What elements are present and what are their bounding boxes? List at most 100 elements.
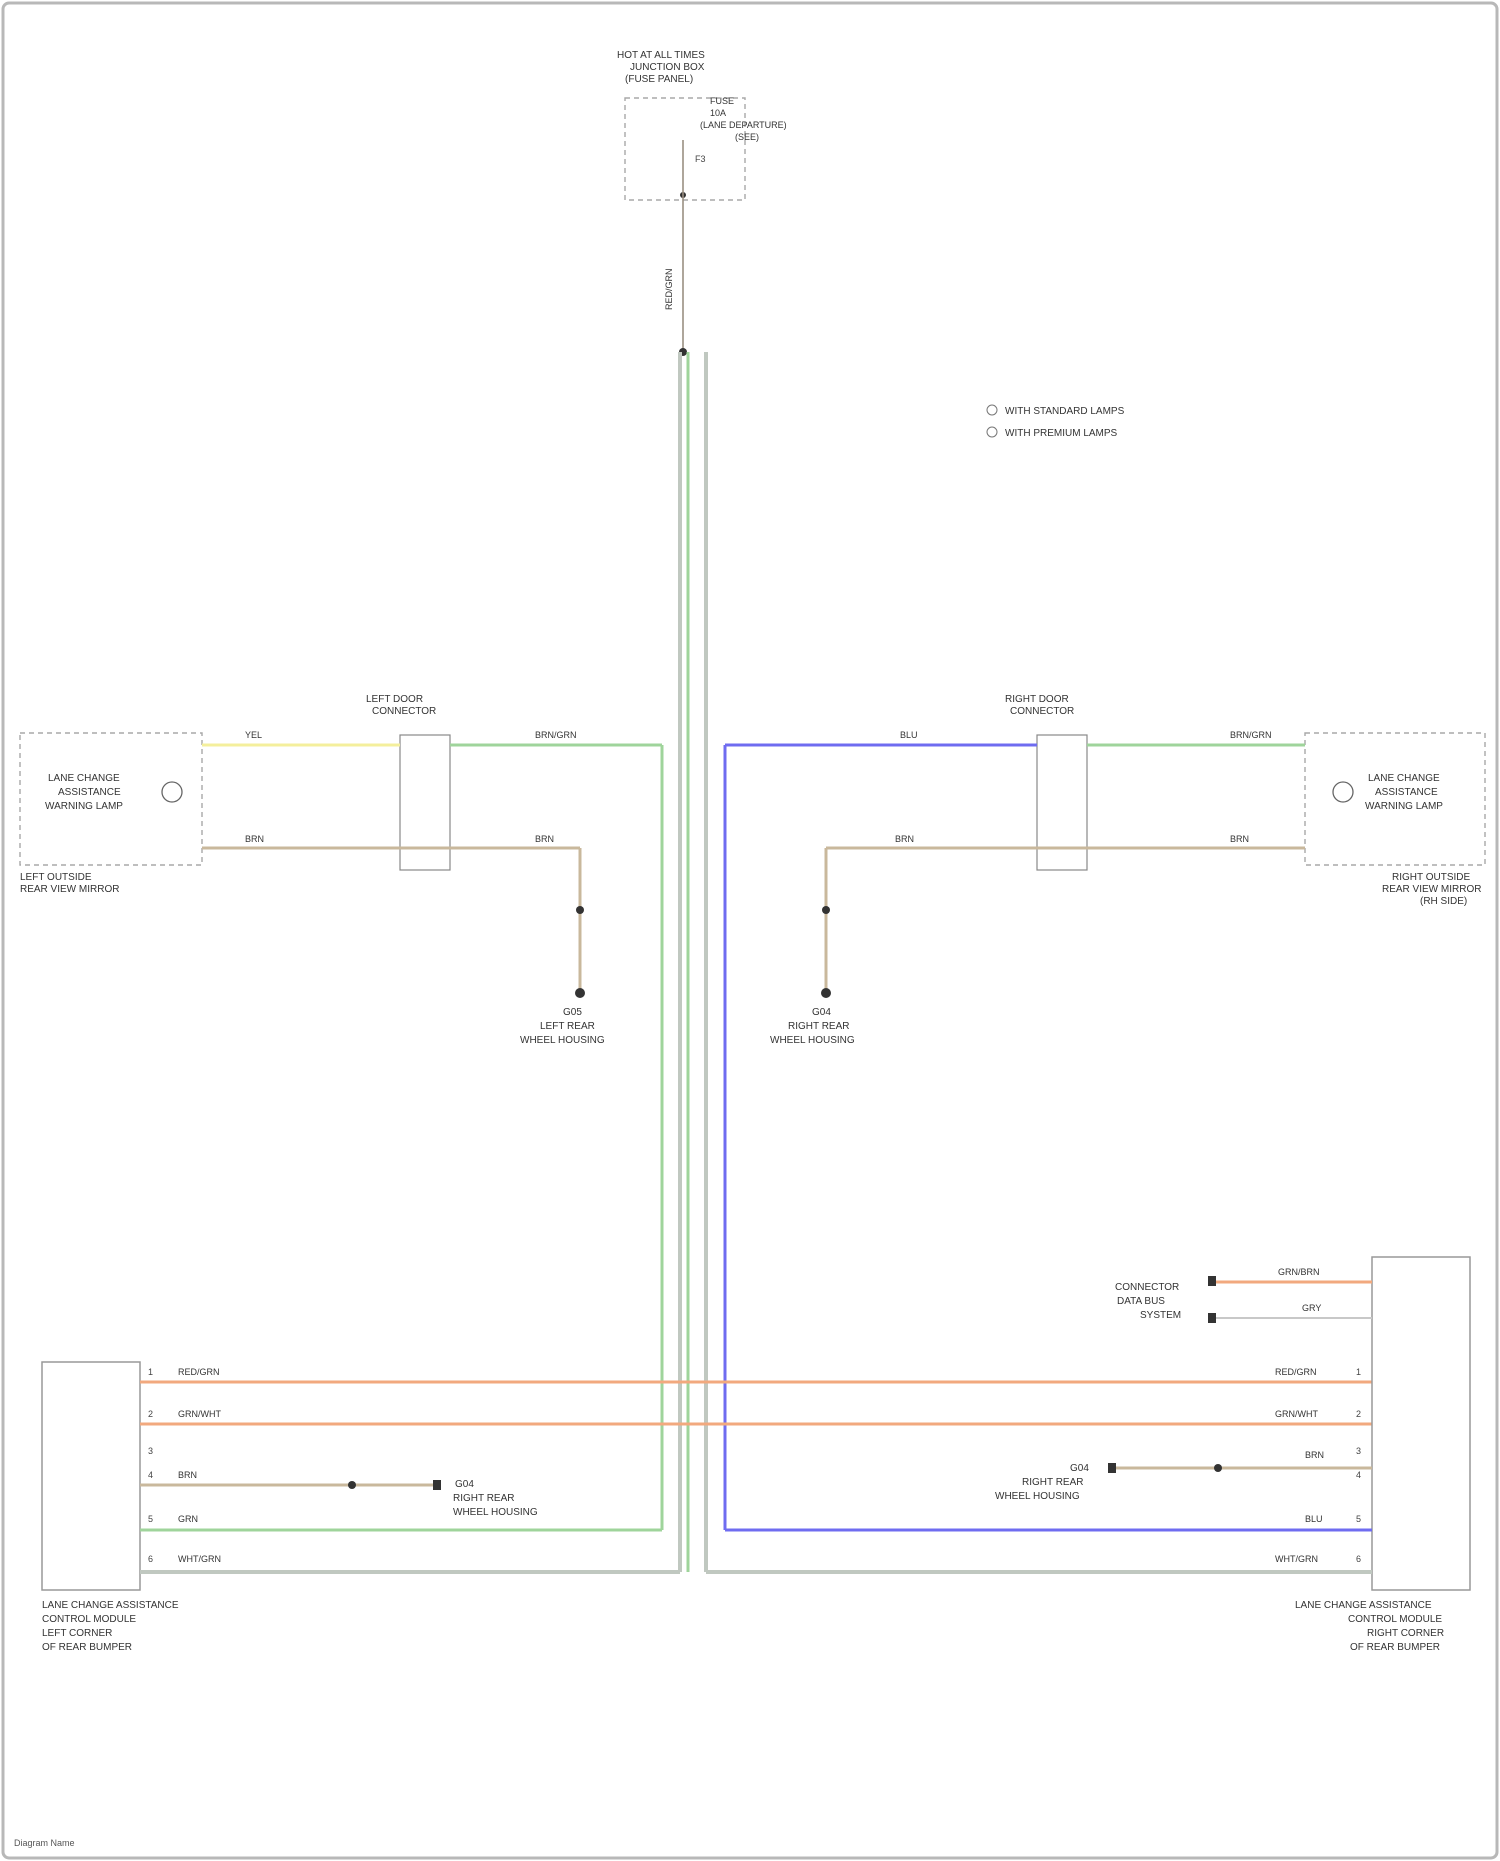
left-pin-4: 4 [148,1470,153,1480]
footer-label: Diagram Name [14,1838,75,1848]
left-lamp-bulb-icon [162,782,182,802]
right-pin-4: 4 [1356,1470,1361,1480]
page-frame [3,3,1497,1858]
right-connector-label-c: SYSTEM [1140,1310,1181,1321]
right-lamp-label-3: WARNING LAMP [1365,801,1443,812]
right-module-wire-3: BRN [1305,1450,1324,1460]
fuse-block-title-1: HOT AT ALL TIMES [617,50,705,61]
right-module-wire-4: BLU [1305,1514,1323,1524]
left-lamp-label-2: ASSISTANCE [58,787,121,798]
left-ground-splice [576,906,584,914]
right-connector-wire-label-1: GRN/BRN [1278,1267,1320,1277]
right-lamp-location-1: RIGHT OUTSIDE [1392,872,1470,883]
right-module-box [1372,1257,1470,1590]
right-pin-2: 2 [1356,1409,1361,1419]
legend-item-b: WITH PREMIUM LAMPS [1005,428,1118,439]
right-wire-top-brn-grn: BRN/GRN [1230,730,1272,740]
left-module-ground-2: RIGHT REAR [453,1493,515,1504]
right-module-splice [1214,1464,1222,1472]
left-wire-bottom-2: BRN [535,834,554,844]
right-lamp-location-3: (RH SIDE) [1420,896,1467,907]
fuse-block-title-3: (FUSE PANEL) [625,74,693,85]
fuse-pin: F3 [695,154,706,164]
fuse-block-title-2: JUNCTION BOX [630,62,705,73]
fuse-label-1: FUSE [710,96,734,106]
right-module-label-2: CONTROL MODULE [1348,1614,1442,1625]
left-ground-label-1: G05 [563,1007,582,1018]
right-wire-bottom-2: BRN [1230,834,1249,844]
fuse-label-4: (SEE) [735,132,759,142]
right-connector-label-b: DATA BUS [1117,1296,1165,1307]
right-mirror-lamp: LANE CHANGE ASSISTANCE WARNING LAMP RIGH… [725,694,1485,1530]
left-door-connector [400,735,450,870]
right-lamp-label-2: ASSISTANCE [1375,787,1438,798]
right-module-ground-3: WHEEL HOUSING [995,1491,1080,1502]
left-lamp-location-2: REAR VIEW MIRROR [20,884,119,895]
left-module-label-4: OF REAR BUMPER [42,1642,132,1653]
right-ground-label-1: G04 [812,1007,831,1018]
right-connector-icon-2 [1208,1313,1216,1323]
left-module-label-3: LEFT CORNER [42,1628,112,1639]
legend-marker-a [987,405,997,415]
right-ground-label-3: WHEEL HOUSING [770,1035,855,1046]
left-connector-label-2: CONNECTOR [372,706,436,717]
right-ground-label-2: RIGHT REAR [788,1021,850,1032]
left-module-wire-2: GRN/WHT [178,1409,221,1419]
left-pin-5: 5 [148,1514,153,1524]
right-lamp-bulb-icon [1333,782,1353,802]
left-lamp-location-1: LEFT OUTSIDE [20,872,92,883]
trunk-harness: RED/GRN [664,140,706,1572]
left-pin-1: 1 [148,1367,153,1377]
left-wire-top-brn-grn: BRN/GRN [535,730,577,740]
left-module-wire-5: WHT/GRN [178,1554,221,1564]
fuse-block: HOT AT ALL TIMES JUNCTION BOX (FUSE PANE… [617,50,787,200]
right-module-ground-1: G04 [1070,1463,1089,1474]
right-connector-wire-label-2: GRY [1302,1303,1321,1313]
left-ground-label-3: WHEEL HOUSING [520,1035,605,1046]
left-pin-2: 2 [148,1409,153,1419]
right-mirror-outline [1305,733,1485,865]
left-module-ground-1: G04 [455,1479,474,1490]
left-module-splice [348,1481,356,1489]
right-module-ground-2: RIGHT REAR [1022,1477,1084,1488]
right-wire-top-blu: BLU [900,730,918,740]
left-module-box [42,1362,140,1590]
right-door-connector [1037,735,1087,870]
fuse-block-outline [625,98,745,200]
right-pin-6: 6 [1356,1554,1361,1564]
left-module-ground-icon [433,1480,441,1490]
left-module-wire-4: GRN [178,1514,198,1524]
right-pin-1: 1 [1356,1367,1361,1377]
right-lamp-location-2: REAR VIEW MIRROR [1382,884,1481,895]
fuse-label-2: 10A [710,108,726,118]
left-module-wire-3: BRN [178,1470,197,1480]
right-pin-3: 3 [1356,1446,1361,1456]
right-lamp-label-1: LANE CHANGE [1368,773,1440,784]
left-pin-6: 6 [148,1554,153,1564]
right-pin-5: 5 [1356,1514,1361,1524]
left-module-wire-1: RED/GRN [178,1367,220,1377]
trunk-wire-label: RED/GRN [664,268,674,310]
right-connector-label-1: RIGHT DOOR [1005,694,1069,705]
fuse-label-3: (LANE DEPARTURE) [700,120,787,130]
legend-marker-b [987,427,997,437]
left-lamp-label-3: WARNING LAMP [45,801,123,812]
left-wire-top-yel: YEL [245,730,262,740]
right-ground-icon [821,988,831,998]
right-module-label-4: OF REAR BUMPER [1350,1642,1440,1653]
left-ground-label-2: LEFT REAR [540,1021,595,1032]
left-wire-bottom-1: BRN [245,834,264,844]
right-connector-icon-1 [1208,1276,1216,1286]
left-connector-label-1: LEFT DOOR [366,694,423,705]
left-module-label-2: CONTROL MODULE [42,1614,136,1625]
right-module-label-1: LANE CHANGE ASSISTANCE [1295,1600,1432,1611]
left-lamp-label-1: LANE CHANGE [48,773,120,784]
right-module-label-3: RIGHT CORNER [1367,1628,1444,1639]
right-module-wire-1: RED/GRN [1275,1367,1317,1377]
right-control-module: LANE CHANGE ASSISTANCE CONTROL MODULE RI… [706,1257,1470,1653]
left-control-module: LANE CHANGE ASSISTANCE CONTROL MODULE LE… [42,1362,680,1653]
left-ground-icon [575,988,585,998]
right-connector-label-a: CONNECTOR [1115,1282,1179,1293]
right-module-wire-5: WHT/GRN [1275,1554,1318,1564]
